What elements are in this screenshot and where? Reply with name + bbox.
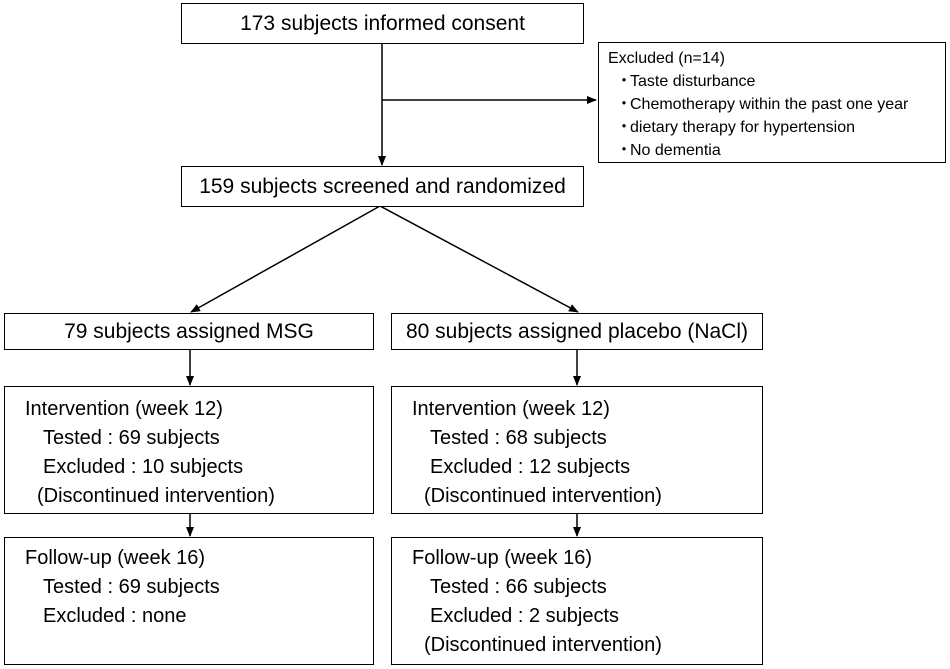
- placebo-followup-excluded: Excluded : 2 subjects: [430, 605, 619, 627]
- placebo-intervention-heading: Intervention (week 12): [412, 398, 610, 420]
- msg-intervention-excluded: Excluded : 10 subjects: [43, 456, 244, 478]
- consent-box: 173 subjects informed consent: [181, 3, 584, 44]
- placebo-intervention-note: (Discontinued intervention): [424, 485, 662, 507]
- randomized-box: 159 subjects screened and randomized: [181, 166, 584, 207]
- msg-assigned-label: 79 subjects assigned MSG: [64, 319, 314, 343]
- arrow-randomized-to-msg: [190, 205, 381, 313]
- arrow-randomized-to-placebo: [379, 205, 579, 313]
- msg-followup-excluded: Excluded : none: [43, 605, 187, 627]
- placebo-followup-heading: Follow-up (week 16): [412, 547, 593, 569]
- excluded-heading: Excluded (n=14): [608, 50, 725, 67]
- excluded-box: Excluded (n=14) ・Taste disturbance ・Chem…: [598, 42, 946, 163]
- placebo-assigned-box: 80 subjects assigned placebo (NaCl): [391, 313, 763, 350]
- randomized-label: 159 subjects screened and randomized: [199, 174, 566, 198]
- excluded-item-label: No dementia: [630, 142, 721, 159]
- placebo-followup-tested: Tested : 66 subjects: [430, 576, 607, 598]
- excluded-item: ・No dementia: [608, 139, 945, 162]
- msg-intervention-box: Intervention (week 12) Tested : 69 subje…: [4, 386, 374, 514]
- msg-followup-tested: Tested : 69 subjects: [43, 576, 220, 598]
- excluded-item: ・dietary therapy for hypertension: [608, 116, 945, 139]
- consent-label: 173 subjects informed consent: [240, 11, 525, 35]
- placebo-assigned-label: 80 subjects assigned placebo (NaCl): [405, 319, 749, 343]
- msg-assigned-box: 79 subjects assigned MSG: [4, 313, 374, 350]
- excluded-item-label: Chemotherapy within the past one year: [630, 96, 909, 113]
- placebo-intervention-excluded: Excluded : 12 subjects: [430, 456, 631, 478]
- placebo-followup-box: Follow-up (week 16) Tested : 66 subjects…: [391, 537, 763, 665]
- msg-followup-heading: Follow-up (week 16): [25, 547, 206, 569]
- bullet-mark: ・: [616, 142, 633, 159]
- excluded-item-label: dietary therapy for hypertension: [630, 119, 856, 136]
- bullet-mark: ・: [616, 96, 633, 113]
- placebo-intervention-box: Intervention (week 12) Tested : 68 subje…: [391, 386, 763, 514]
- placebo-followup-note: (Discontinued intervention): [424, 634, 662, 656]
- excluded-item: ・Taste disturbance: [608, 70, 945, 93]
- excluded-item-label: Taste disturbance: [630, 73, 756, 90]
- msg-intervention-note: (Discontinued intervention): [37, 485, 275, 507]
- msg-intervention-tested: Tested : 69 subjects: [43, 427, 220, 449]
- placebo-intervention-tested: Tested : 68 subjects: [430, 427, 607, 449]
- excluded-item: ・Chemotherapy within the past one year: [608, 93, 945, 116]
- bullet-mark: ・: [616, 73, 633, 90]
- msg-intervention-heading: Intervention (week 12): [25, 398, 223, 420]
- msg-followup-box: Follow-up (week 16) Tested : 69 subjects…: [4, 537, 374, 665]
- bullet-mark: ・: [616, 119, 633, 136]
